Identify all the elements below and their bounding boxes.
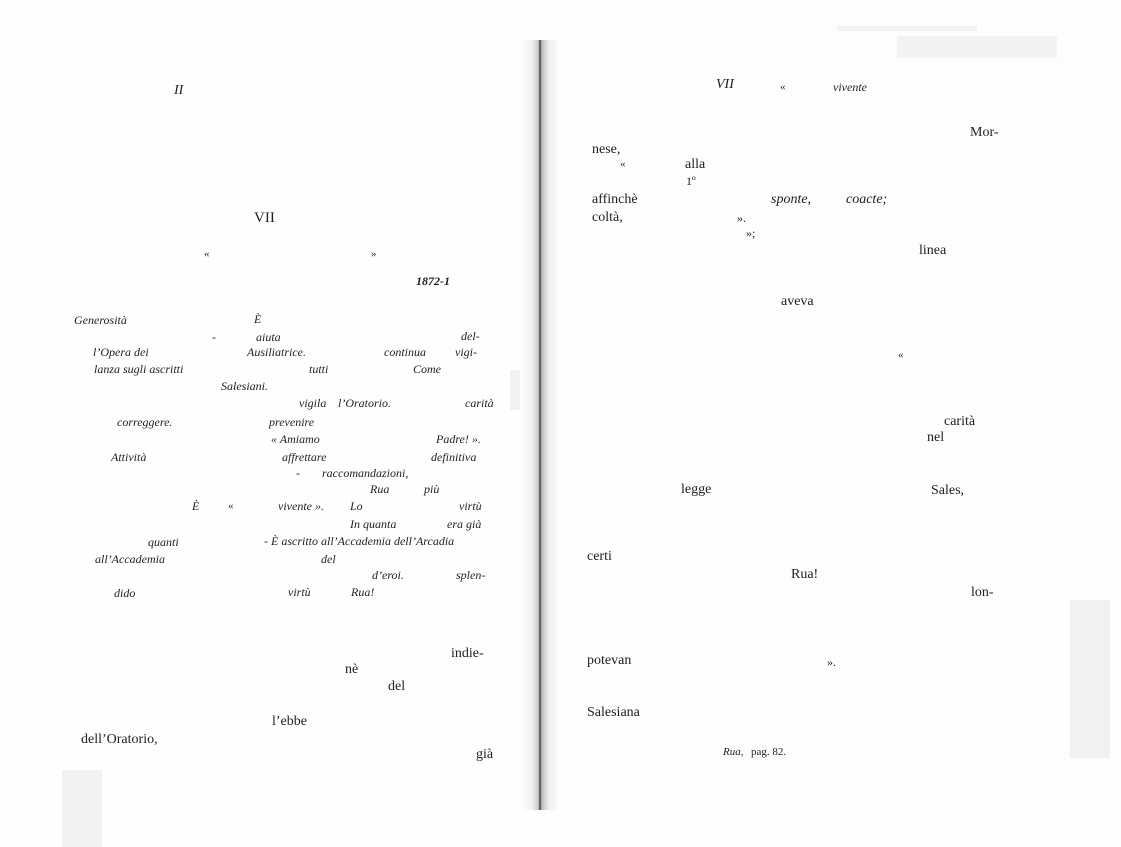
running-head-title: vivente [833,80,867,94]
body-word: del [388,679,406,694]
summary-word: Salesiani. [221,379,268,393]
summary-word: virtù [288,585,311,599]
book-gutter [520,40,560,810]
summary-word: vivente ». [278,499,324,513]
body-word: nese, [592,142,621,157]
summary-word: affrettare [282,450,327,464]
body-word: potevan [587,653,632,668]
body-word: ». [737,211,746,225]
summary-word: più [424,482,440,496]
summary-word: Rua [370,482,390,496]
paper-stain [1070,600,1110,758]
paper-stain [897,36,1057,58]
summary-word: correggere. [117,415,173,429]
body-word: certi [587,549,612,564]
summary-word: virtù [459,499,482,513]
summary-word: - È ascritto all’Accademia dell’Arcadia [264,534,455,548]
summary-word: - [212,330,216,344]
body-word: »; [746,226,756,240]
summary-word: - [296,466,300,480]
body-word: nè [345,662,359,677]
chapter-number: VII [254,210,275,226]
body-word: « [620,158,626,170]
body-word: indie- [451,646,484,661]
summary-word: all’Accademia [95,552,165,566]
body-word: legge [681,482,712,497]
body-word: sponte, [771,192,812,207]
summary-word: « Amiamo [271,432,320,446]
body-word: aveva [781,294,814,309]
summary-word: È [254,312,262,326]
summary-word: quanti [148,535,179,549]
summary-word: del [321,552,336,566]
summary-word: Rua! [351,585,375,599]
chapter-title-quote-close: » [371,248,377,260]
body-word: lon- [971,585,994,600]
body-word: Sales, [931,483,965,498]
footnote-word: Rua, [723,746,744,758]
body-word: ». [827,655,836,669]
chapter-title-quote-open: « [204,248,210,260]
footnote-page: pag. 82. [751,746,787,758]
summary-word: vigila [299,396,327,410]
summary-word: tutti [309,362,329,376]
running-head-quote: « [780,81,786,93]
summary-word: era già [447,517,482,531]
summary-word: È [192,499,200,513]
body-word: Mor- [970,125,999,140]
summary-word: raccomandazioni, [322,466,409,480]
summary-word: Ausiliatrice. [247,345,306,359]
summary-word: aiuta [256,330,281,344]
summary-word: splen- [456,568,486,582]
summary-word: continua [384,345,426,359]
body-word: « [898,349,904,361]
summary-word: Lo [350,499,363,513]
running-head-number: VII [716,77,734,92]
paper-stain [62,770,102,847]
summary-word: del- [461,329,480,343]
body-word: alla [685,157,706,172]
body-word: Salesiana [587,705,640,720]
summary-word: Attività [111,450,147,464]
summary-word: l’Oratorio. [338,396,392,410]
left-page: II VII « » 1872-1 Generosità È - aiuta d… [0,0,537,847]
body-word: 1º [686,174,696,188]
summary-word: prevenire [269,415,315,429]
body-word: l’ebbe [272,714,307,729]
summary-word: dido [114,586,136,600]
summary-word: d’eroi. [372,568,404,582]
body-word: coltà, [592,210,623,225]
summary-word: Padre! ». [436,432,481,446]
summary-word: Come [413,362,441,376]
paper-stain [837,26,977,31]
body-word: nel [927,430,945,445]
summary-word: definitiva [431,450,477,464]
body-word: dell’Oratorio, [81,732,158,747]
summary-word: Generosità [74,313,127,327]
body-word: affinchè [592,192,638,207]
summary-word: vigi- [455,345,477,359]
summary-word: carità [465,396,494,410]
running-head: II [174,83,184,98]
summary-word: lanza sugli ascritti [94,362,184,376]
right-page: VII « vivente Mor- nese, « alla 1º affin… [537,0,1121,847]
body-word: coacte; [846,192,888,207]
summary-word: l’Opera dei [93,345,149,359]
chapter-years: 1872-1 [416,274,450,288]
body-word: già [476,747,494,762]
body-word: carità [944,414,976,429]
body-word: Rua! [791,567,819,582]
summary-word: In quanta [350,517,397,531]
summary-word: « [228,500,234,512]
body-word: linea [919,243,947,258]
